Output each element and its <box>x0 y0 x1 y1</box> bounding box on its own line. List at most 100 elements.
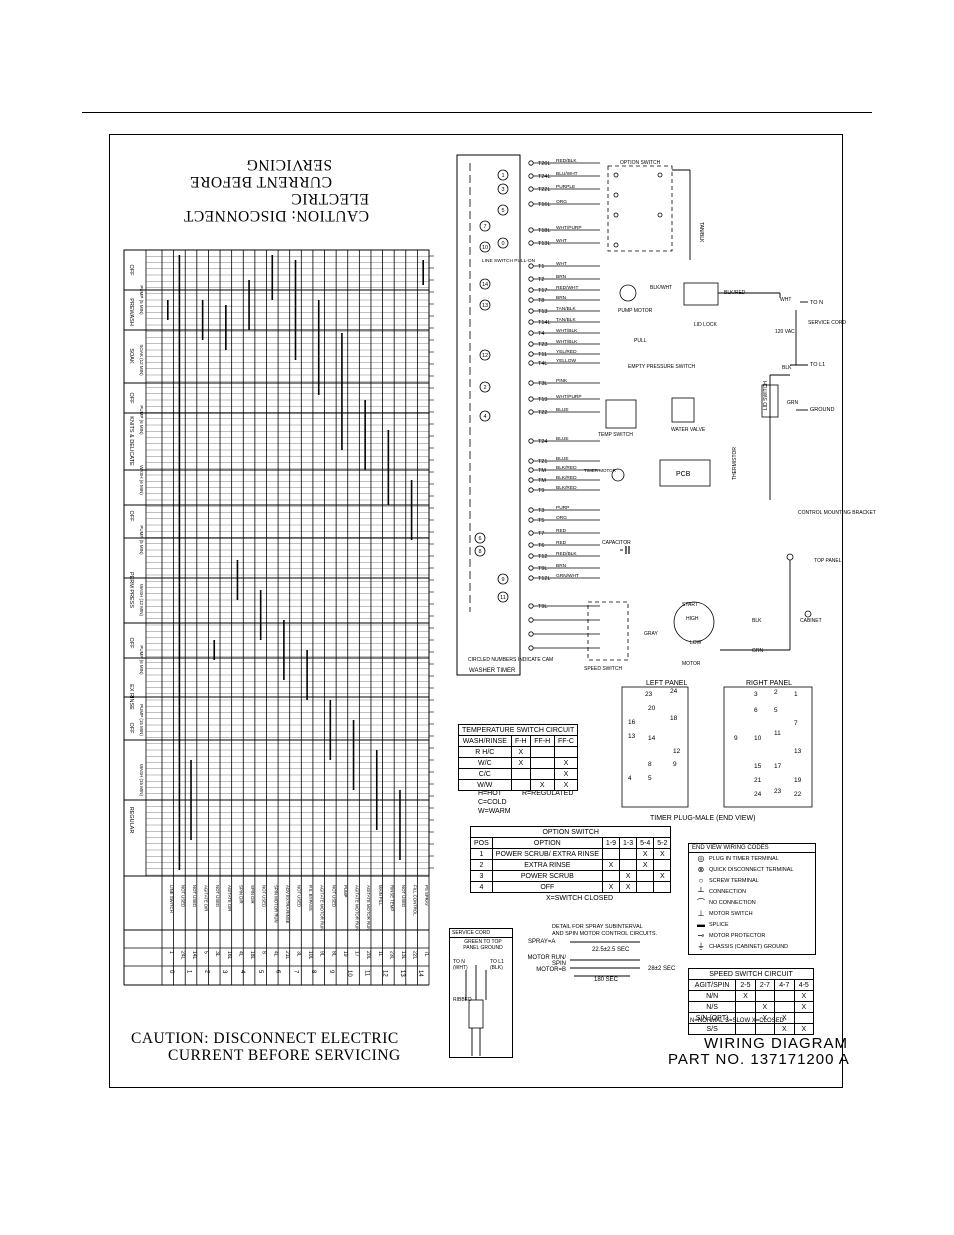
wiring-codes-title: END VIEW WIRING CODES <box>689 844 815 853</box>
speed-cell <box>793 1012 815 1024</box>
option-cell: X <box>653 870 672 882</box>
temp-cell <box>510 768 531 780</box>
service-cord-detail: SERVICE CORD GREEN TO TOP PANEL GROUND T… <box>449 928 513 1058</box>
wiring-code-symbol-icon: ⌒ <box>697 898 705 907</box>
caution-line2: CURRENT BEFORE SERVICING <box>168 1047 401 1064</box>
wiring-code-row: ⏚CHASSIS (CABINET) GROUND <box>689 941 815 952</box>
option-cell <box>653 859 672 871</box>
temp-cell: X <box>510 757 531 769</box>
temp-cell <box>529 746 555 758</box>
speed-note: N=NORMAL S=SLOW X=CLOSED <box>690 1018 784 1024</box>
temp-col: FF-C <box>553 735 579 747</box>
speed-col: 2-7 <box>754 979 776 991</box>
header-rule <box>82 112 872 113</box>
speed-cell: X <box>754 1012 776 1024</box>
title-line2: PART NO. 137171200 A <box>668 1051 850 1068</box>
spray-t1: 22.5±2.5 SEC <box>592 947 630 953</box>
cord-title: SERVICE CORD <box>450 929 512 938</box>
temp-legend-h: H=HOT <box>478 790 502 797</box>
temp-col: FF-H <box>529 735 555 747</box>
cord-n-label: TO N (WHT) <box>453 959 468 971</box>
speed-cell <box>774 1001 795 1013</box>
option-cell: POWER SCRUB <box>491 870 603 882</box>
temp-legend-r: R=REGULATED <box>522 790 574 797</box>
wiring-code-text: QUICK DISCONNECT TERMINAL <box>709 866 794 873</box>
temp-cell: X <box>553 768 579 780</box>
wiring-code-text: SPLICE <box>709 921 729 928</box>
left-panel-title: LEFT PANEL <box>646 680 688 687</box>
wiring-code-symbol-icon: ⊸ <box>697 931 705 940</box>
speed-cell: X <box>793 1001 815 1013</box>
option-cell <box>618 859 638 871</box>
wiring-code-row: ◎ PLUG IN TIMER TERMINAL <box>689 853 815 864</box>
option-cell: 2 <box>470 859 493 871</box>
option-cell: 4 <box>470 881 493 893</box>
speed-cell: S/S <box>687 1023 737 1035</box>
cord-green-label: GREEN TO TOP PANEL GROUND <box>463 939 503 951</box>
wiring-code-row: ⌒ NO CONNECTION <box>689 897 815 908</box>
speed-cell: N/S <box>687 1001 737 1013</box>
title-line1: WIRING DIAGRAM <box>704 1035 848 1052</box>
temp-cell: X <box>553 779 579 791</box>
option-cell: 3 <box>470 870 493 882</box>
speed-cell <box>754 990 776 1002</box>
option-cell <box>601 848 621 860</box>
spray-caption-1: DETAIL FOR SPRAY SUBINTERVAL <box>552 924 643 930</box>
spray-t3: 180 SEC <box>594 977 619 983</box>
option-cell <box>636 870 655 882</box>
option-cell: 1 <box>470 848 493 860</box>
speed-col: AGIT/SPIN <box>687 979 737 991</box>
option-cell <box>601 870 621 882</box>
wiring-code-text: PLUG IN TIMER TERMINAL <box>709 855 779 862</box>
wiring-code-text: NO CONNECTION <box>709 899 756 906</box>
option-table-caption: OPTION SWITCH <box>469 826 672 838</box>
temp-table-caption: TEMPERATURE SWITCH CIRCUIT <box>457 724 579 736</box>
wiring-code-row: ⊥MOTOR SWITCH <box>689 908 815 919</box>
option-cell <box>618 848 638 860</box>
temp-cell <box>553 746 579 758</box>
caution-line1: CAUTION: DISCONNECT ELECTRIC <box>183 190 369 224</box>
wiring-code-symbol-icon: ◎ <box>697 854 705 863</box>
wiring-code-symbol-icon: ⏚ <box>697 942 705 951</box>
caution-line1: CAUTION: DISCONNECT ELECTRIC <box>131 1030 399 1047</box>
right-panel-title: RIGHT PANEL <box>746 680 793 687</box>
wiring-code-row: ⊗ QUICK DISCONNECT TERMINAL <box>689 864 815 875</box>
speed-cell: X <box>735 990 756 1002</box>
option-cell <box>653 881 672 893</box>
wiring-code-row: ○ SCREW TERMINAL <box>689 875 815 886</box>
speed-cell: X <box>774 1023 795 1035</box>
wiring-code-text: MOTOR PROTECTOR <box>709 932 766 939</box>
caution-bottom: CAUTION: DISCONNECT ELECTRIC CURRENT BEF… <box>131 1030 401 1064</box>
speed-cell <box>735 1001 756 1013</box>
cord-ribbed-label: RIBBED <box>453 997 472 1003</box>
wiring-code-text: CONNECTION <box>709 888 746 895</box>
option-cell <box>636 881 655 893</box>
option-col: OPTION <box>491 837 603 849</box>
caution-top: CAUTION: DISCONNECT ELECTRIC CURRENT BEF… <box>139 156 369 224</box>
wiring-codes-legend: END VIEW WIRING CODES ◎ PLUG IN TIMER TER… <box>688 843 816 955</box>
option-switch-table: OPTION SWITCH POS OPTION 1-9 1-3 5-4 5-2… <box>469 826 672 893</box>
wiring-code-symbol-icon: ○ <box>698 876 704 885</box>
speed-switch-table: SPEED SWITCH CIRCUIT AGIT/SPIN 2-5 2-7 4… <box>687 968 815 1035</box>
option-cell: EXTRA RINSE <box>491 859 603 871</box>
option-col: POS <box>470 837 493 849</box>
option-col: 1-9 <box>601 837 621 849</box>
temp-cell <box>529 768 555 780</box>
wiring-code-text: MOTOR SWITCH <box>709 910 753 917</box>
speed-col: 4-5 <box>793 979 815 991</box>
speed-col: 2-5 <box>735 979 756 991</box>
option-cell: X <box>636 848 655 860</box>
temp-col: F-H <box>510 735 531 747</box>
speed-table-caption: SPEED SWITCH CIRCUIT <box>688 968 814 980</box>
caution-line2: CURRENT BEFORE SERVICING <box>189 156 332 190</box>
option-col: 5-4 <box>636 837 655 849</box>
temp-legend-w: W=WARM <box>478 808 511 815</box>
wiring-code-symbol-icon: ┴ <box>698 887 704 896</box>
option-cell: X <box>618 881 638 893</box>
motor-label: MOTOR RUN/ SPIN MOTOR=B <box>527 955 566 973</box>
wiring-code-text: SCREW TERMINAL <box>709 877 759 884</box>
wiring-code-row: ▬ SPLICE <box>689 919 815 930</box>
wiring-code-symbol-icon: ▬ <box>697 920 705 929</box>
speed-col: 4-7 <box>774 979 795 991</box>
wiring-code-symbol-icon: ⊗ <box>697 865 705 874</box>
